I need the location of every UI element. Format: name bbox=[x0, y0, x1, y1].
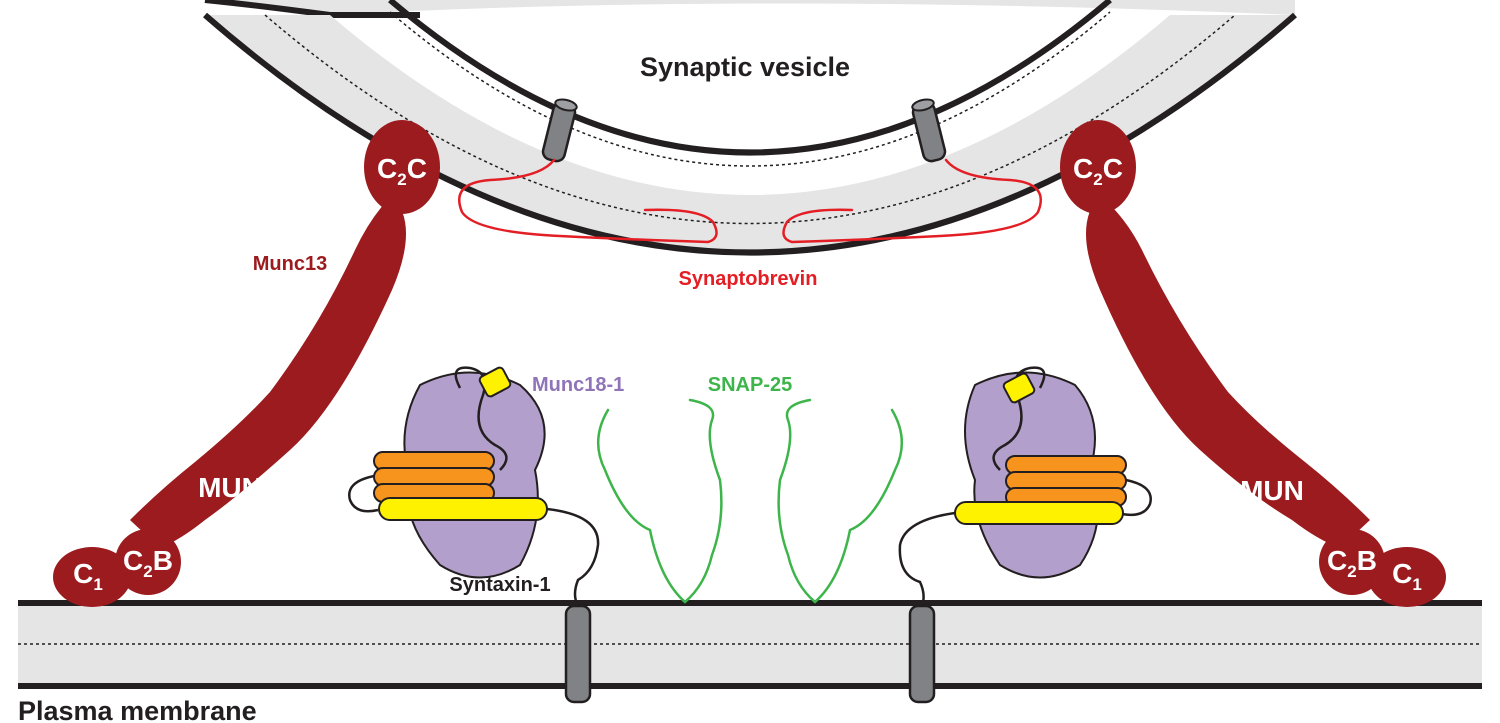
vesicle-label: Synaptic vesicle bbox=[640, 52, 850, 82]
mun-label-left: MUN bbox=[198, 472, 262, 503]
c2c-label-left: C2C bbox=[377, 153, 427, 189]
mun-label-right: MUN bbox=[1240, 475, 1304, 506]
munc13-label: Munc13 bbox=[253, 253, 327, 275]
c2c-label-right: C2C bbox=[1073, 153, 1123, 189]
synaptobrevin-tm-left bbox=[541, 98, 578, 163]
snap25-label: SNAP-25 bbox=[708, 374, 792, 396]
synaptobrevin-tm-right bbox=[911, 98, 947, 163]
synaptic-vesicle-membrane bbox=[203, 0, 1297, 256]
munc13-left bbox=[53, 120, 440, 607]
syntaxin-right bbox=[898, 366, 1152, 704]
synaptobrevin-label: Synaptobrevin bbox=[679, 268, 818, 290]
syntaxin-left bbox=[348, 366, 600, 704]
c2b-label-left: C2B bbox=[123, 545, 173, 581]
munc18-label: Munc18-1 bbox=[532, 374, 624, 396]
c2b-label-right: C2B bbox=[1327, 545, 1377, 581]
plasma-membrane-label: Plasma membrane bbox=[18, 696, 257, 723]
synaptobrevin-chains bbox=[458, 158, 1042, 244]
plasma-membrane-band bbox=[18, 600, 1482, 689]
c1-label-left: C1 bbox=[73, 558, 103, 594]
munc13-right bbox=[1060, 120, 1446, 607]
c1-label-right: C1 bbox=[1392, 558, 1422, 594]
snap25-chains bbox=[596, 398, 904, 604]
syntaxin-label: Syntaxin-1 bbox=[449, 574, 550, 596]
